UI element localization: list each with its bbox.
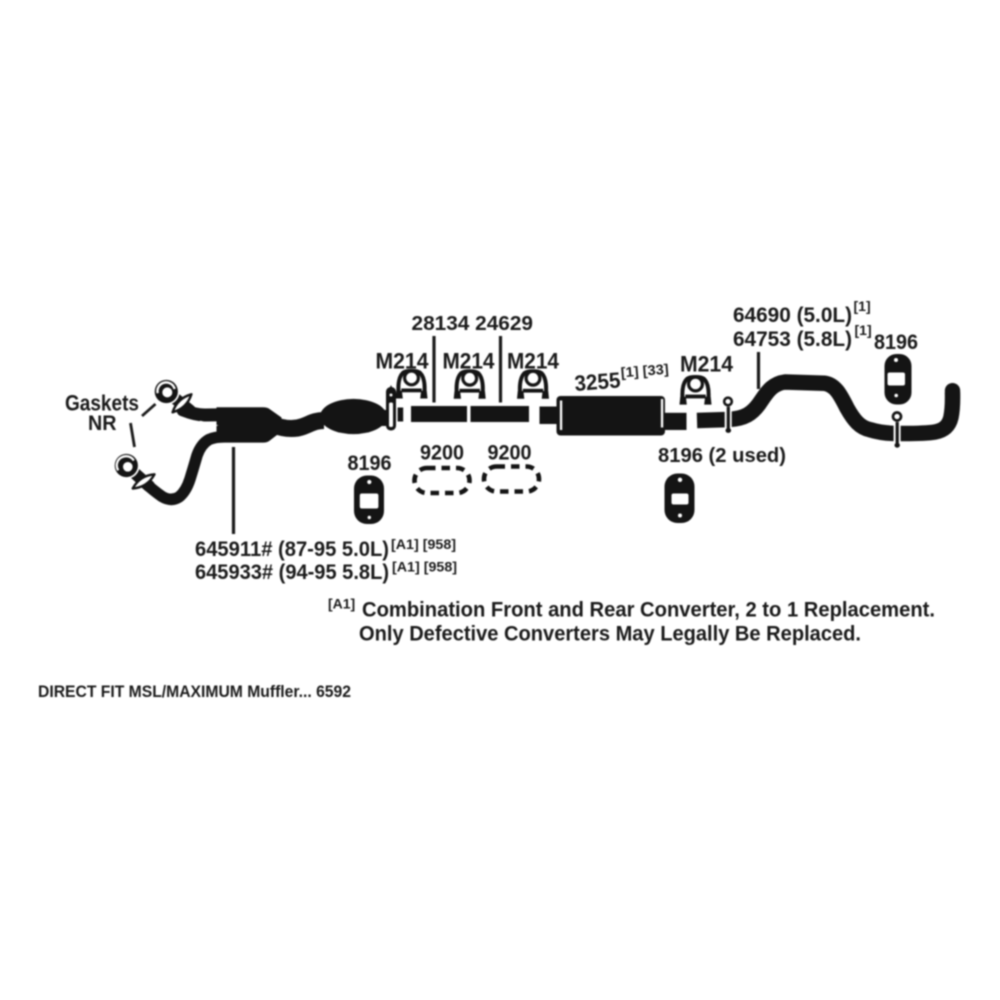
svg-text:Combination Front and Rear Con: Combination Front and Rear Converter, 2 …	[362, 599, 935, 622]
svg-text:8196 (2 used): 8196 (2 used)	[658, 445, 786, 467]
svg-text:8196: 8196	[874, 331, 918, 354]
svg-text:[1]: [1]	[854, 298, 871, 314]
svg-text:9200: 9200	[420, 441, 464, 465]
svg-text:DIRECT FIT MSL/MAXIMUM Muffler: DIRECT FIT MSL/MAXIMUM Muffler... 6592	[38, 682, 351, 701]
svg-text:NR: NR	[88, 412, 117, 435]
svg-text:3255: 3255	[574, 367, 622, 396]
svg-text:645933# (94-95 5.8L): 645933# (94-95 5.8L)	[195, 560, 389, 584]
svg-text:8196: 8196	[348, 452, 392, 475]
svg-text:Only Defective Converters May: Only Defective Converters May Legally Be…	[359, 623, 861, 646]
svg-text:[1] [33]: [1] [33]	[620, 361, 669, 381]
svg-text:9200: 9200	[488, 441, 532, 465]
svg-text:[A1] [958]: [A1] [958]	[391, 537, 456, 552]
svg-text:645911# (87-95 5.0L): 645911# (87-95 5.0L)	[195, 537, 389, 561]
svg-text:[1]: [1]	[855, 322, 872, 338]
svg-text:M214: M214	[680, 352, 734, 377]
svg-text:64690 (5.0L): 64690 (5.0L)	[733, 304, 852, 327]
svg-text:64753 (5.8L): 64753 (5.8L)	[733, 328, 852, 351]
svg-text:[A1]: [A1]	[328, 596, 355, 612]
svg-text:[A1] [958]: [A1] [958]	[392, 560, 457, 575]
svg-text:28134 24629: 28134 24629	[412, 313, 534, 335]
svg-text:Gaskets: Gaskets	[65, 391, 139, 416]
svg-text:M214: M214	[376, 349, 430, 374]
